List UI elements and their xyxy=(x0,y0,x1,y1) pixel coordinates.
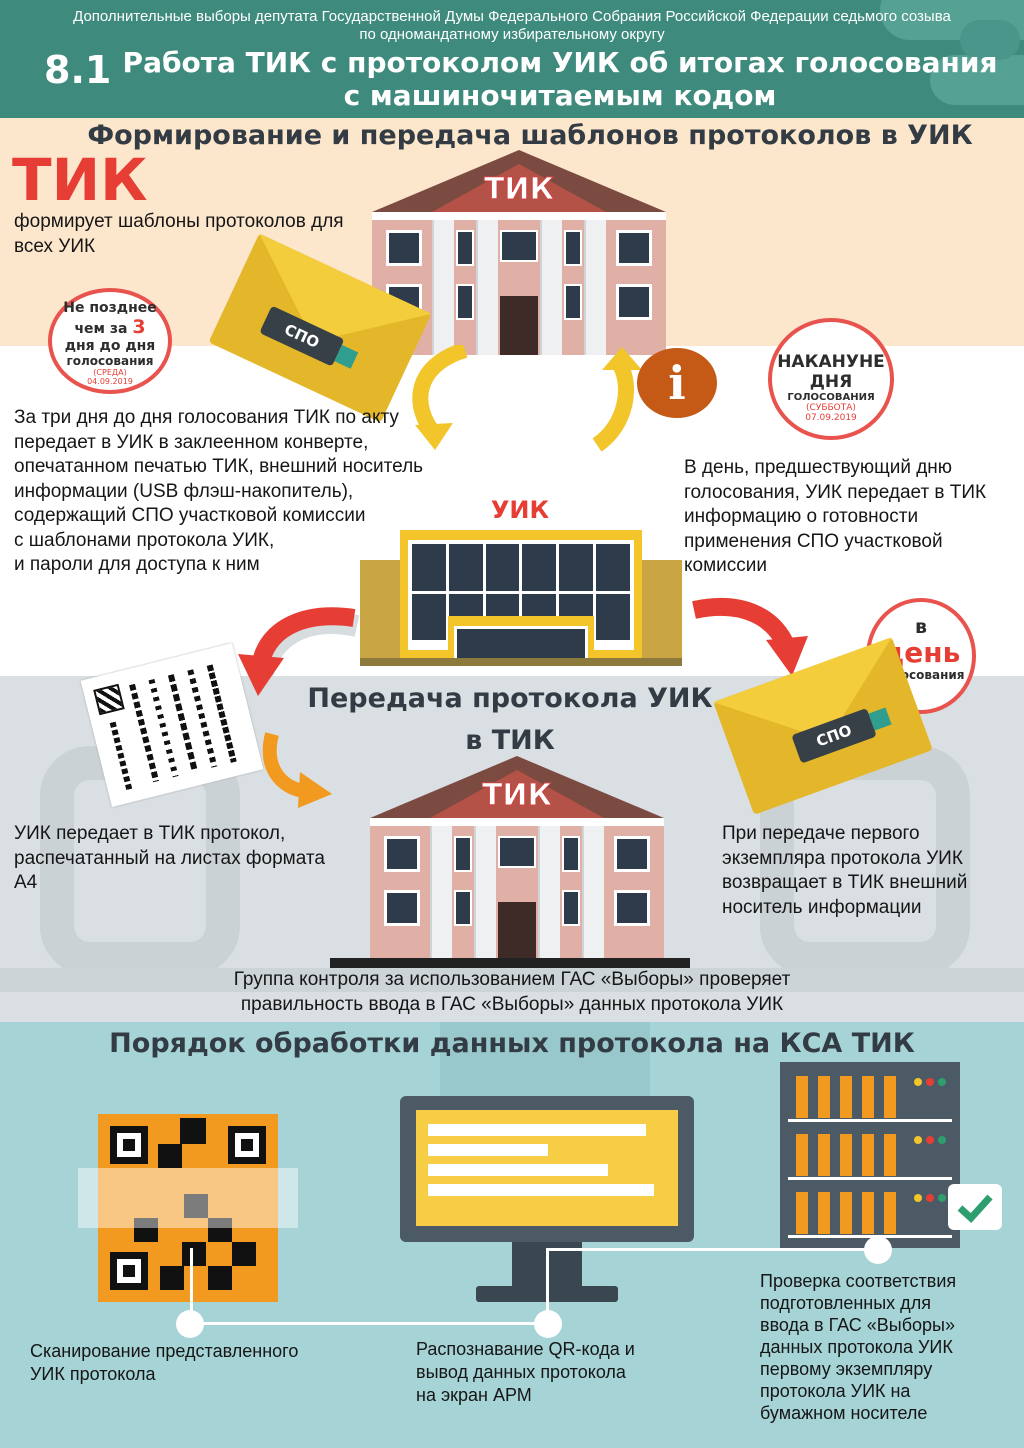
ground-line xyxy=(330,958,690,968)
step-verify-text: Проверка соответствия подготовленных для… xyxy=(760,1271,957,1423)
server-icon xyxy=(780,1062,960,1248)
window xyxy=(448,544,483,591)
tik-description: формирует шаблоны протоколов для всех УИ… xyxy=(14,211,344,257)
eve-stamp: НАКАНУНЕ ДНЯ ГОЛОСОВАНИЯ (СУББОТА) 07.09… xyxy=(768,318,894,440)
tik-building-bottom: ТИК xyxy=(370,756,664,961)
tik-building-label: ТИК xyxy=(481,778,553,814)
check-icon xyxy=(948,1184,1002,1230)
transfer-description: За три дня до дня голосования ТИК по акт… xyxy=(14,407,424,575)
header-subtitle: Дополнительные выборы депутата Государст… xyxy=(73,8,951,43)
header-banner xyxy=(0,0,1024,118)
scanner-beam xyxy=(78,1168,298,1228)
page-title: Работа ТИК с протоколом УИК об итогах го… xyxy=(122,46,998,112)
tik-heading: ТИК xyxy=(12,146,148,214)
server-rack xyxy=(788,1128,952,1180)
section-number: 8.1 xyxy=(44,48,112,92)
media-return-text: При передаче первого экземпляра протокол… xyxy=(722,823,968,918)
window xyxy=(522,544,557,591)
step-scan-text: Сканирование представленного УИК протоко… xyxy=(30,1341,299,1384)
monitor-icon xyxy=(400,1096,694,1314)
arrow-up-right-icon xyxy=(592,347,642,452)
window xyxy=(596,593,630,640)
protocol-transfer-text: УИК передает в ТИК протокол, распечатанн… xyxy=(14,823,325,893)
tik-building-label: ТИК xyxy=(483,172,555,208)
server-rack xyxy=(788,1070,952,1122)
step-dot xyxy=(176,1310,204,1338)
red-arrow-left-icon xyxy=(238,607,360,696)
server-rack xyxy=(788,1186,952,1238)
arrow-down-left-icon xyxy=(412,345,468,450)
connector-line xyxy=(190,1248,193,1324)
window xyxy=(485,544,520,591)
connector-line xyxy=(546,1248,876,1251)
step-recognize-text: Распознавание QR-кода и вывод данных про… xyxy=(416,1339,635,1405)
qr-scan-icon xyxy=(78,1114,298,1302)
step-dot xyxy=(864,1236,892,1264)
section3-title: Порядок обработки данных протокола на КС… xyxy=(109,1028,915,1059)
red-arrow-right-icon xyxy=(692,598,808,676)
connector-line xyxy=(546,1248,549,1324)
deadline-stamp: Не позднее чем за 3 дня до дня голосован… xyxy=(48,288,172,394)
section2-title: Передача протокола УИК в ТИК xyxy=(307,683,713,756)
uik-building xyxy=(360,530,682,666)
step-dot xyxy=(534,1310,562,1338)
info-icon: i xyxy=(637,348,717,418)
window xyxy=(559,544,594,591)
connector-line xyxy=(190,1322,548,1325)
window xyxy=(412,593,446,640)
section1-title: Формирование и передача шаблонов протоко… xyxy=(87,120,973,151)
readiness-description: В день, предшествующий дню голосования, … xyxy=(684,457,987,576)
orange-arrow-icon xyxy=(262,732,332,808)
window xyxy=(596,544,630,591)
window xyxy=(412,544,446,591)
uik-label: УИК xyxy=(490,496,550,524)
control-group-text: Группа контроля за использованием ГАС «В… xyxy=(233,969,791,1015)
